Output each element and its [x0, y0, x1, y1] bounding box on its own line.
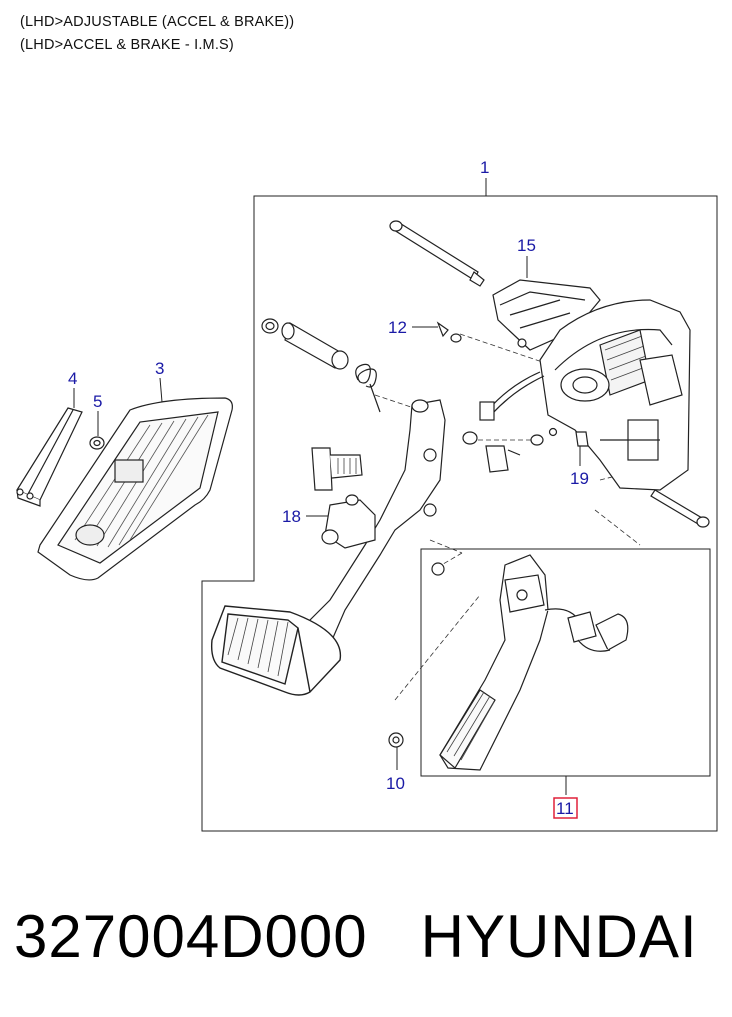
part-number: 327004D000 — [14, 903, 368, 970]
leader-lines — [73, 178, 581, 795]
callout-1: 1 — [480, 158, 489, 177]
callout-5: 5 — [93, 392, 102, 411]
floor-mat-part-3 — [37, 397, 233, 581]
sensor-connectors — [462, 427, 589, 473]
clip-nut-part-5 — [89, 436, 105, 450]
diagram-header-line-1: (LHD>ADJUSTABLE (ACCEL & BRAKE)) — [20, 14, 295, 30]
callout-10: 10 — [386, 774, 405, 793]
brand-name: HYUNDAI — [420, 903, 698, 970]
brake-pedal-arm — [299, 399, 446, 653]
callout-12: 12 — [388, 318, 407, 337]
diagram-header-line-2: (LHD>ACCEL & BRAKE - I.M.S) — [20, 37, 234, 53]
brake-pedal-pad — [210, 605, 342, 696]
callout-11: 11 — [556, 799, 574, 818]
pivot-pin — [389, 220, 485, 287]
callout-15: 15 — [517, 236, 536, 255]
accelerator-pedal-part-11 — [439, 554, 629, 771]
callout-4: 4 — [68, 369, 77, 388]
pedal-bushing — [261, 318, 349, 370]
callout-19: 19 — [570, 469, 589, 488]
return-spring — [355, 363, 381, 413]
pedal-housing — [539, 299, 691, 491]
wiring-harness — [479, 371, 545, 421]
nut-part-10 — [388, 732, 404, 748]
grommet — [431, 562, 445, 576]
callout-3: 3 — [155, 359, 164, 378]
mounting-bolt — [650, 489, 710, 528]
part-number-footer: 327004D000 HYUNDAI — [14, 902, 698, 971]
connector-block — [311, 447, 363, 491]
callout-18: 18 — [282, 507, 301, 526]
clip-part-12 — [436, 321, 462, 343]
mat-clip-part-4 — [16, 407, 83, 507]
assembly-outline-1 — [201, 195, 718, 832]
pedal-assembly-diagram: 1 15 12 3 4 5 18 19 10 11 — [16, 158, 718, 832]
callout-11-highlight — [553, 797, 578, 819]
